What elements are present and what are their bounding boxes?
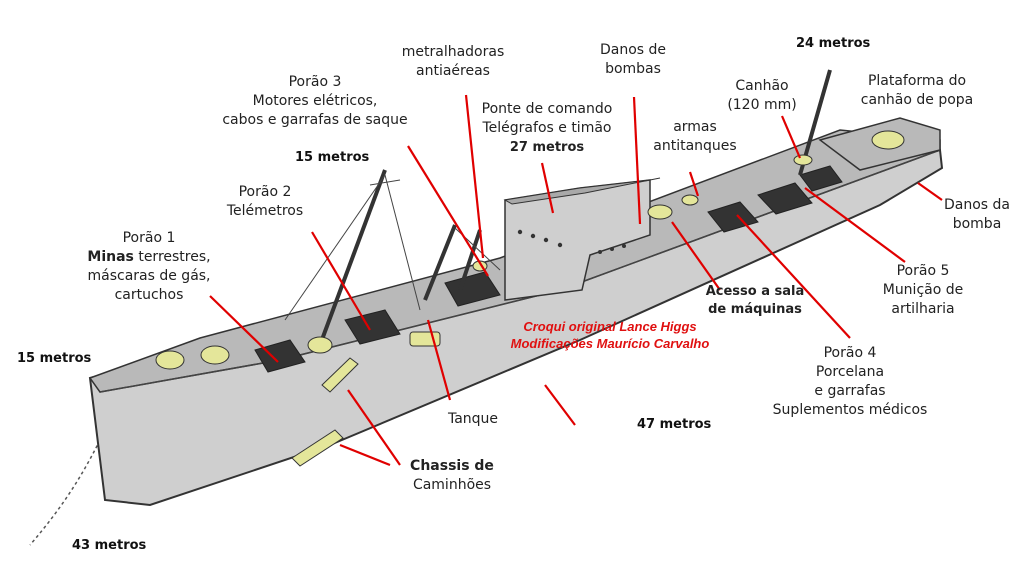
depth-15m-mast: 15 metros [295,150,370,165]
cargo-items [155,130,905,467]
depth-43m: 43 metros [72,538,147,553]
depth-24m: 24 metros [796,36,871,51]
label-tanque: Tanque [447,411,499,427]
label-acesso: Acesso a sala de máquinas [705,284,805,317]
label-porao-5: Porão 5 Munição de artilharia [882,263,964,317]
label-plataforma: Plataforma do canhão de popa [860,73,974,108]
minas-bold: Minas [87,249,134,265]
label-canhao: Canhão (120 mm) [727,78,797,113]
label-porao-2: Porão 2 Telémetros [226,184,304,219]
depth-15m-bow: 15 metros [17,351,92,366]
bridge-portholes [517,229,626,254]
label-chassis: Chassis de Caminhões [410,458,494,493]
label-porao-1: Porão 1 Minas terrestres, máscaras de gá… [87,230,211,303]
label-porao-3: Porão 3 Motores elétricos, cabos e garra… [222,74,408,128]
anchor-chain [29,439,101,546]
credit-text: Croqui original Lance Higgs Modificações… [510,319,710,351]
leader-lines [209,94,943,467]
label-danos-bomba: Danos da bomba [943,197,1010,232]
bridge-top [503,177,661,205]
depth-47m: 47 metros [637,417,712,432]
label-danos-bombas: Danos de bombas [599,42,667,77]
label-ponte: Ponte de comando Telégrafos e timão 27 m… [481,101,613,155]
label-metralhadoras: metralhadoras antiaéreas [401,44,505,79]
label-porao-4: Porão 4 Porcelana e garrafas Suplementos… [772,345,928,418]
label-armas: armas antitanques [653,119,737,154]
hull-side [88,148,944,507]
